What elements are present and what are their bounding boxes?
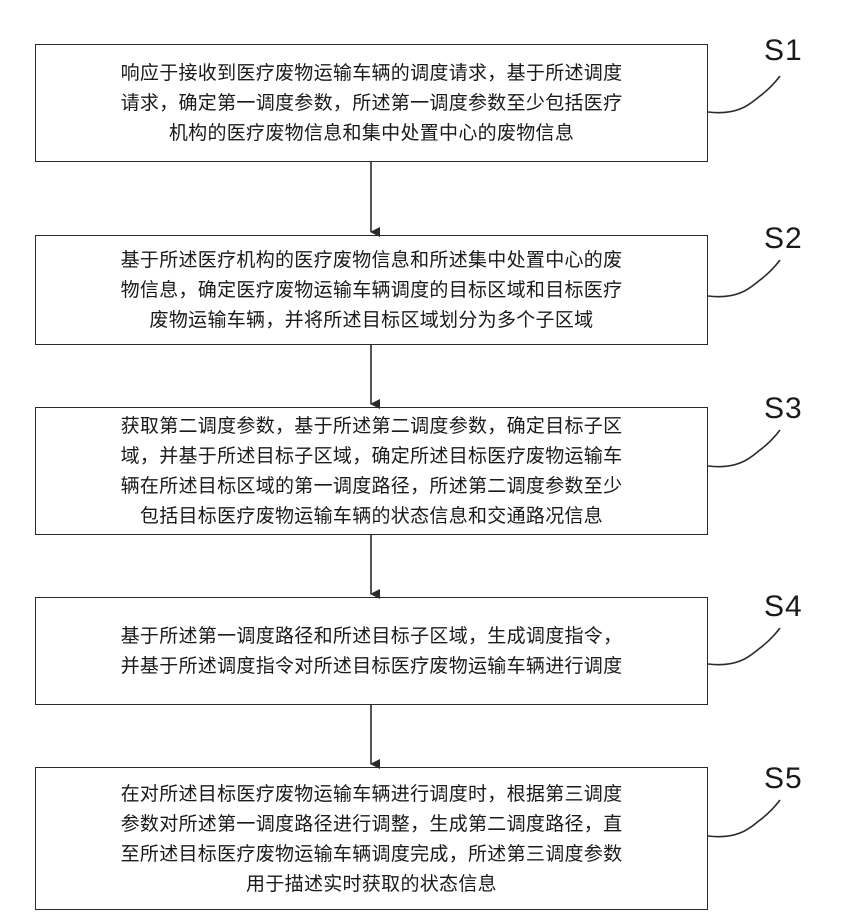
step-label-s4: S4: [764, 590, 803, 624]
step-box-s5: 在对所述目标医疗废物运输车辆进行调度时，根据第三调度 参数对所述第一调度路径进行…: [35, 767, 708, 910]
step-text-s4: 基于所述第一调度路径和所述目标子区域，生成调度指令， 并基于所述调度指令对所述目…: [121, 621, 623, 681]
step-box-s4: 基于所述第一调度路径和所述目标子区域，生成调度指令， 并基于所述调度指令对所述目…: [35, 597, 708, 705]
leader-s2: [708, 260, 780, 297]
leader-s1: [708, 76, 780, 113]
step-label-s1: S1: [764, 34, 803, 68]
leader-s5: [708, 800, 780, 837]
step-text-s1: 响应于接收到医疗废物运输车辆的调度请求，基于所述调度 请求，确定第一调度参数，所…: [121, 58, 623, 148]
step-box-s3: 获取第二调度参数，基于所述第二调度参数，确定目标子区 域，并基于所述目标子区域，…: [35, 407, 708, 535]
step-text-s3: 获取第二调度参数，基于所述第二调度参数，确定目标子区 域，并基于所述目标子区域，…: [121, 411, 623, 531]
leader-s4: [708, 628, 780, 665]
step-text-s2: 基于所述医疗机构的医疗废物信息和所述集中处置中心的废 物信息，确定医疗废物运输车…: [121, 245, 623, 335]
step-text-s5: 在对所述目标医疗废物运输车辆进行调度时，根据第三调度 参数对所述第一调度路径进行…: [121, 779, 623, 899]
leader-s3: [708, 430, 780, 467]
step-box-s1: 响应于接收到医疗废物运输车辆的调度请求，基于所述调度 请求，确定第一调度参数，所…: [35, 44, 708, 162]
step-label-s2: S2: [764, 222, 803, 256]
step-box-s2: 基于所述医疗机构的医疗废物信息和所述集中处置中心的废 物信息，确定医疗废物运输车…: [35, 235, 708, 345]
step-label-s3: S3: [764, 392, 803, 426]
step-label-s5: S5: [764, 762, 803, 796]
